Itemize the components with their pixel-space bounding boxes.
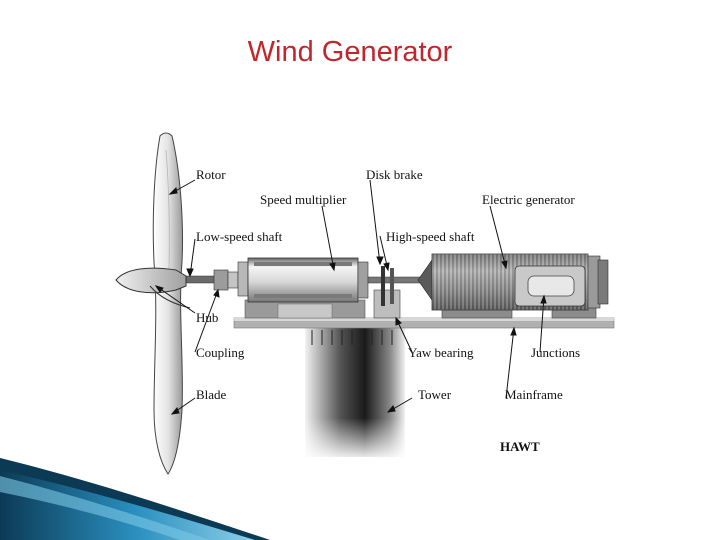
label-electric-generator: Electric generator	[482, 192, 575, 207]
label-junctions: Junctions	[531, 345, 580, 360]
corner-swoosh-decoration	[0, 458, 270, 540]
label-mainframe: Mainframe	[505, 387, 563, 402]
mainframe-graphic	[233, 317, 615, 329]
label-yaw-bearing: Yaw bearing	[408, 345, 474, 360]
rotor-blade-graphic	[152, 132, 184, 475]
label-tower: Tower	[418, 387, 452, 402]
label-coupling: Coupling	[196, 345, 245, 360]
label-rotor: Rotor	[196, 167, 226, 182]
tower-graphic	[305, 327, 405, 457]
label-hub: Hub	[196, 310, 218, 325]
disk-brake-graphic	[373, 266, 401, 319]
label-speed-multiplier: Speed multiplier	[260, 192, 347, 207]
label-blade: Blade	[196, 387, 227, 402]
electric-generator-graphic	[417, 253, 609, 319]
label-disk-brake: Disk brake	[366, 167, 423, 182]
slide-title: Wind Generator	[247, 36, 453, 68]
label-low-speed-shaft: Low-speed shaft	[196, 229, 283, 244]
label-hawt: HAWT	[500, 439, 540, 454]
coupling-graphic	[213, 261, 249, 297]
speed-multiplier-graphic	[247, 257, 369, 303]
hub-graphic	[115, 267, 191, 309]
callout-lines	[154, 179, 547, 415]
label-high-speed-shaft: High-speed shaft	[386, 229, 475, 244]
